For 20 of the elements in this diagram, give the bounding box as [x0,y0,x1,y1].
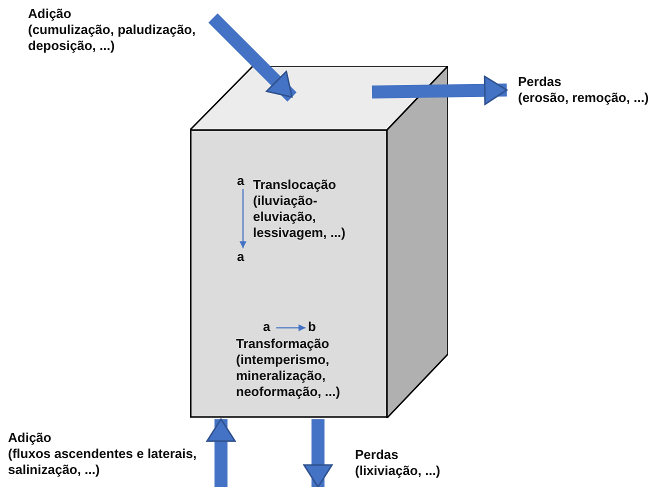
arrow [240,189,246,248]
process-description: (cumulização, paludização, deposição, ...) [28,22,197,54]
process-title: Adição [8,430,52,446]
horizon-letter: a [263,319,275,335]
arrow [276,324,306,332]
horizon-letter: b [308,319,320,335]
arrow [208,13,297,102]
process-description: (fluxos ascendentes e laterais, salinização, ...) [8,446,198,478]
process-description: (lixiviação, ...) [355,463,442,479]
process-title: Perdas [518,74,562,90]
arrow [206,418,236,487]
process-label: Translocação (iluviação-eluviação, lessivagem, ...) [253,177,363,241]
process-description: (erosão, remoção, ...) [518,90,650,106]
horizon-letter: a [237,173,249,189]
process-title: Adição [28,6,72,22]
horizon-letter: a [237,249,249,265]
process-label: Transformação (intemperismo, mineralização, neoformação, ...) [236,336,376,400]
process-title: Perdas [355,447,400,463]
arrow [303,419,333,487]
arrow [372,76,508,106]
